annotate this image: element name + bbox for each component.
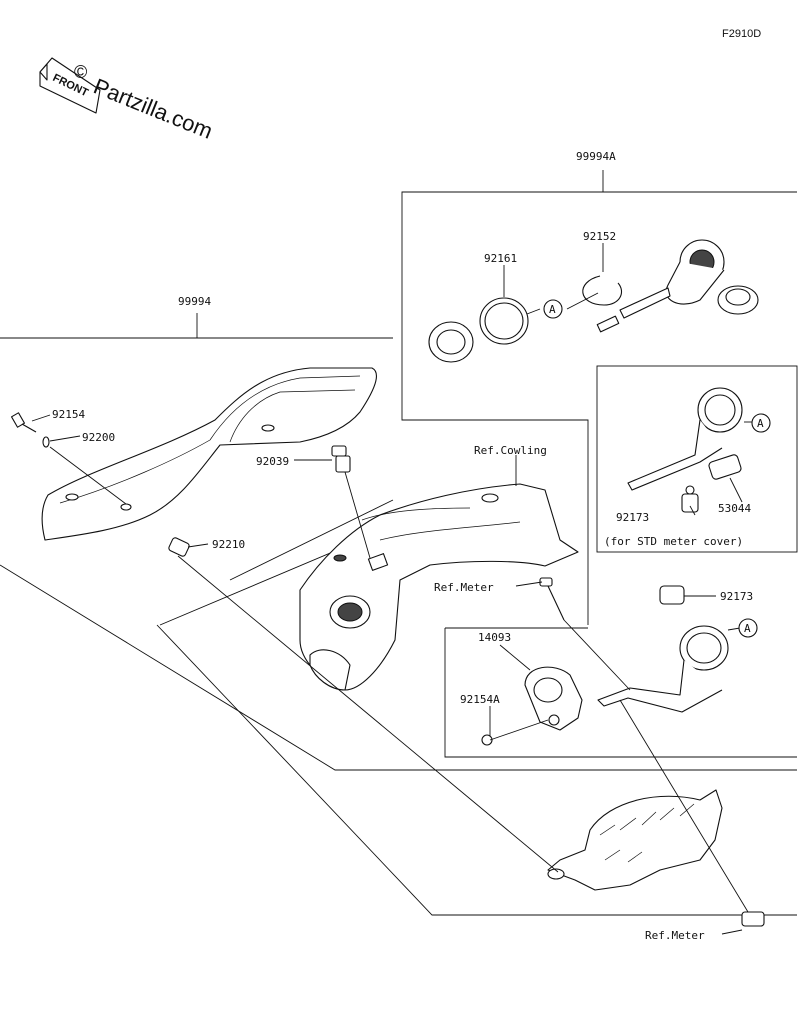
label-92161: 92161 bbox=[484, 252, 517, 265]
label-92210: 92210 bbox=[212, 538, 245, 551]
label-92200: 92200 bbox=[82, 431, 115, 444]
windshield bbox=[41, 367, 378, 541]
label-ref-cowling: Ref.Cowling bbox=[474, 444, 547, 457]
clamp-14093 bbox=[481, 666, 583, 746]
power-socket bbox=[596, 239, 759, 333]
collar-92210 bbox=[168, 537, 190, 557]
meter-bracket bbox=[597, 585, 729, 713]
bolt-92039 bbox=[331, 445, 351, 473]
std-meter-bracket bbox=[627, 387, 743, 513]
copyright-mark: © bbox=[74, 62, 87, 82]
brand-watermark: Partzilla.com bbox=[90, 73, 216, 143]
label-53044: 53044 bbox=[718, 502, 751, 515]
meter-bolt bbox=[539, 577, 565, 621]
marker-a-socket: A bbox=[543, 299, 563, 319]
clip-92152 bbox=[582, 275, 622, 306]
marker-a-meter-bracket: A bbox=[738, 618, 758, 638]
leader-lines bbox=[31, 243, 752, 935]
label-92154: 92154 bbox=[52, 408, 85, 421]
label-ref-meter-bottom: Ref.Meter bbox=[645, 929, 705, 942]
front-direction-badge: FRONT bbox=[39, 57, 101, 114]
label-92152: 92152 bbox=[583, 230, 616, 243]
bolt-92154 bbox=[10, 412, 37, 433]
lower-bracket bbox=[547, 789, 723, 891]
label-99994A: 99994A bbox=[576, 150, 616, 163]
label-92173-std: 92173 bbox=[616, 511, 649, 524]
ring-nut bbox=[428, 321, 474, 363]
label-92154A: 92154A bbox=[460, 693, 500, 706]
label-99994: 99994 bbox=[178, 295, 211, 308]
label-14093: 14093 bbox=[478, 631, 511, 644]
cowling-assembly bbox=[299, 483, 579, 691]
rubber-damper bbox=[741, 911, 765, 927]
svg-text:A: A bbox=[744, 622, 751, 635]
washer-92200 bbox=[42, 436, 50, 448]
label-ref-meter-top: Ref.Meter bbox=[434, 581, 494, 594]
svg-text:A: A bbox=[757, 417, 764, 430]
label-92039: 92039 bbox=[256, 455, 289, 468]
gasket-92161 bbox=[479, 297, 529, 345]
figure-code: F2910D bbox=[722, 28, 761, 40]
svg-text:A: A bbox=[549, 303, 556, 316]
marker-a-std-bracket: A bbox=[751, 413, 771, 433]
note-std-meter-cover: (for STD meter cover) bbox=[604, 535, 743, 548]
std-meter-cover-frame bbox=[596, 365, 798, 553]
kit-99994A-frame bbox=[401, 170, 797, 758]
label-92173-bracket: 92173 bbox=[720, 590, 753, 603]
